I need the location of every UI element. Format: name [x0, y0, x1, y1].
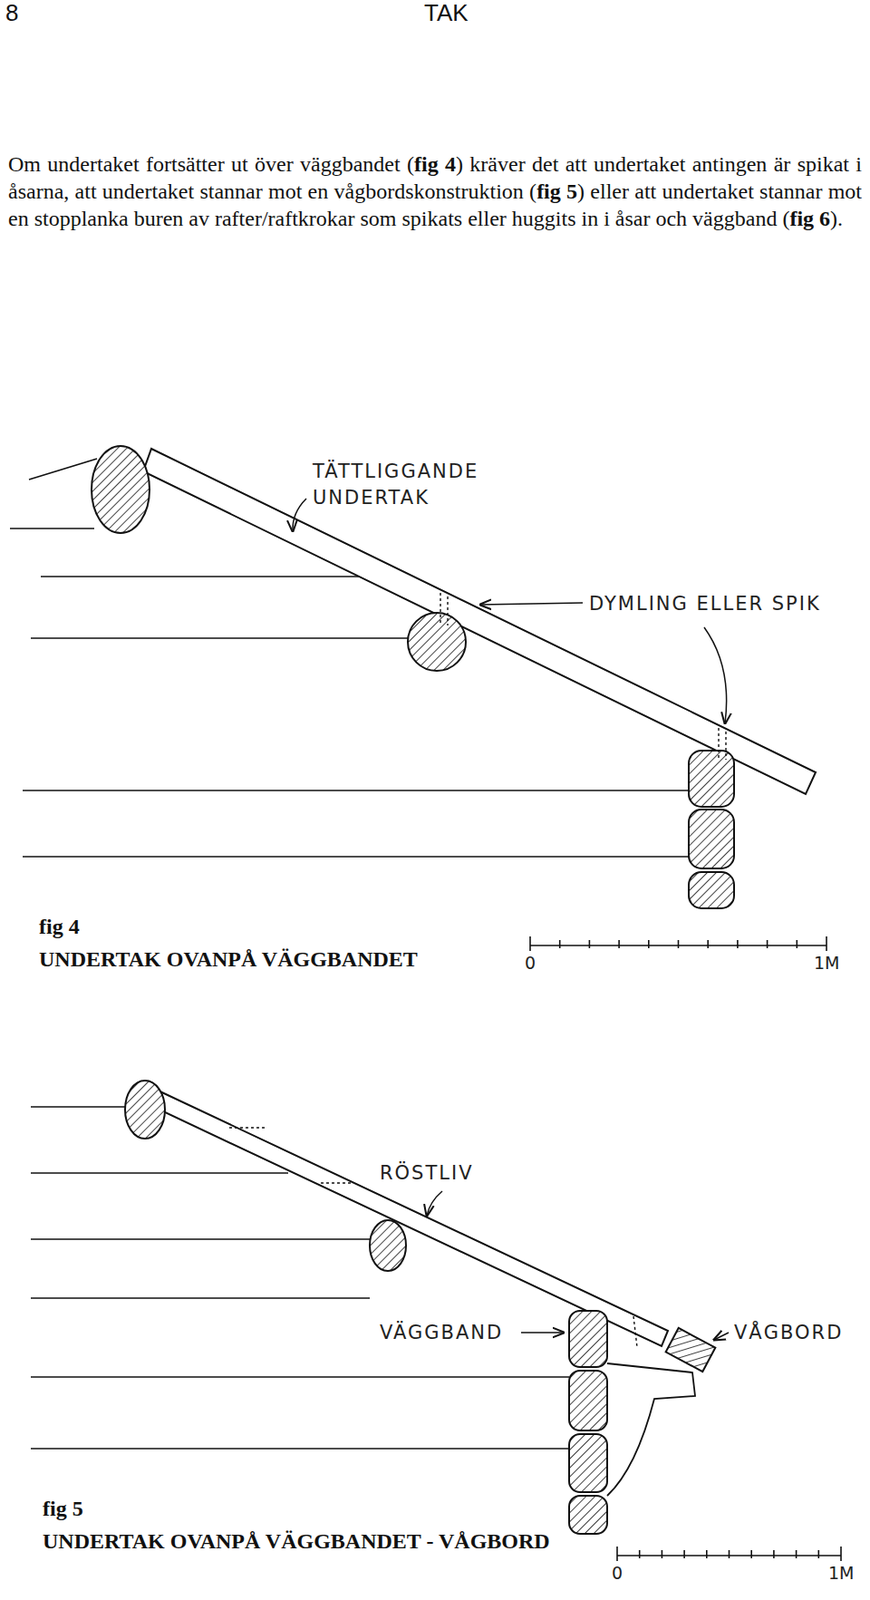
scale-tick: [559, 939, 561, 948]
scale-tick: [728, 1549, 731, 1558]
scale-tick: [616, 1546, 619, 1561]
rostliv-log: [369, 1219, 406, 1271]
scale-tick: [638, 1549, 641, 1558]
leader-line: [480, 602, 583, 605]
scale-tick: [840, 1546, 842, 1561]
scale-tick: [825, 936, 828, 951]
part-label: RÖSTLIV: [379, 1160, 474, 1187]
part-label: VÅGBORD: [734, 1319, 843, 1346]
raftkrok: [607, 1363, 696, 1496]
wall-log: [569, 1433, 608, 1492]
figure-number: fig 4: [38, 911, 80, 941]
figure-reference: fig 6: [789, 206, 831, 231]
wall-line: [22, 855, 689, 858]
scale-tick: [647, 939, 650, 948]
scale-number: 0: [524, 952, 536, 973]
figure-caption: UNDERTAK OVANPÅ VÄGGBANDET - VÅGBORD: [42, 1526, 578, 1556]
undertak-plank: [143, 448, 816, 794]
scale-tick: [677, 939, 680, 948]
scale-tick: [705, 1549, 708, 1558]
body-text-segment: Om undertaket fortsätter ut över väggban…: [8, 152, 415, 176]
dowel-line: [446, 596, 448, 626]
dotted-line: [633, 1315, 638, 1347]
wall-line: [30, 637, 408, 639]
part-label: DYMLING ELLER SPIK: [589, 590, 822, 618]
figure-reference: fig 4: [414, 152, 456, 176]
wall-log: [688, 809, 735, 869]
vagbord: [666, 1327, 716, 1372]
wall-line: [22, 789, 689, 792]
wall-line: [40, 575, 359, 578]
log-section: [91, 445, 150, 533]
wall-line: [30, 1296, 370, 1299]
leader-line: [292, 498, 307, 532]
page-header: TAK: [424, 0, 469, 26]
wall-log: [569, 1495, 608, 1534]
scale-bars: [530, 936, 841, 1561]
scale-tick: [817, 1549, 820, 1558]
scale-tick: [529, 936, 532, 951]
dowel-line: [717, 727, 719, 760]
scale-tick: [795, 1549, 798, 1558]
scale-tick: [618, 939, 620, 948]
wall-line: [9, 527, 95, 530]
dotted: [229, 1127, 638, 1347]
dowel-line: [439, 592, 441, 626]
figure-number: fig 5: [42, 1493, 84, 1523]
scale-tick: [795, 939, 798, 948]
scale-tick: [736, 939, 739, 948]
wall-log: [688, 871, 735, 909]
leader-line: [521, 1331, 564, 1334]
body-text-segment: ).: [830, 206, 843, 231]
scale-tick: [589, 939, 591, 948]
wall-line: [30, 1375, 570, 1378]
scale-tick: [661, 1549, 664, 1558]
dowel: [440, 592, 726, 760]
leader-line: [426, 1190, 443, 1216]
wall-line: [30, 1237, 370, 1240]
scale-number: 1M: [813, 952, 840, 973]
wall-line: [30, 1105, 126, 1108]
page-number: 8: [5, 0, 19, 26]
body-text: Om undertaket fortsätter ut över väggban…: [8, 150, 862, 232]
log-section: [407, 612, 466, 671]
scale-tick: [773, 1549, 775, 1558]
wall-log: [688, 750, 735, 807]
wall-line: [30, 1447, 570, 1450]
scale-tick: [683, 1549, 686, 1558]
part-label: TÄTTLIGGANDE UNDERTAK: [312, 458, 540, 512]
leader-line: [714, 1332, 729, 1340]
wall-log: [569, 1370, 608, 1431]
scale-tick: [750, 1549, 753, 1558]
dotted-line: [320, 1181, 352, 1183]
undertak-plank: [147, 1087, 668, 1346]
figure-reference: fig 5: [536, 179, 578, 203]
dotted-line: [229, 1126, 266, 1128]
wall-line: [29, 458, 97, 480]
leaders5: [426, 1190, 729, 1340]
dowel-line: [725, 731, 726, 760]
leader-line: [704, 627, 727, 724]
log-section: [125, 1080, 165, 1139]
scale-number: 0: [611, 1562, 623, 1583]
wall-log: [569, 1310, 608, 1367]
scale-number: 1M: [828, 1562, 854, 1583]
scale-tick: [766, 939, 769, 948]
scale-tick: [706, 939, 709, 948]
figure-caption: UNDERTAK OVANPÅ VÄGGBANDET: [38, 944, 418, 974]
wall-line: [30, 1171, 289, 1174]
part-label: VÄGGBAND: [379, 1319, 503, 1346]
